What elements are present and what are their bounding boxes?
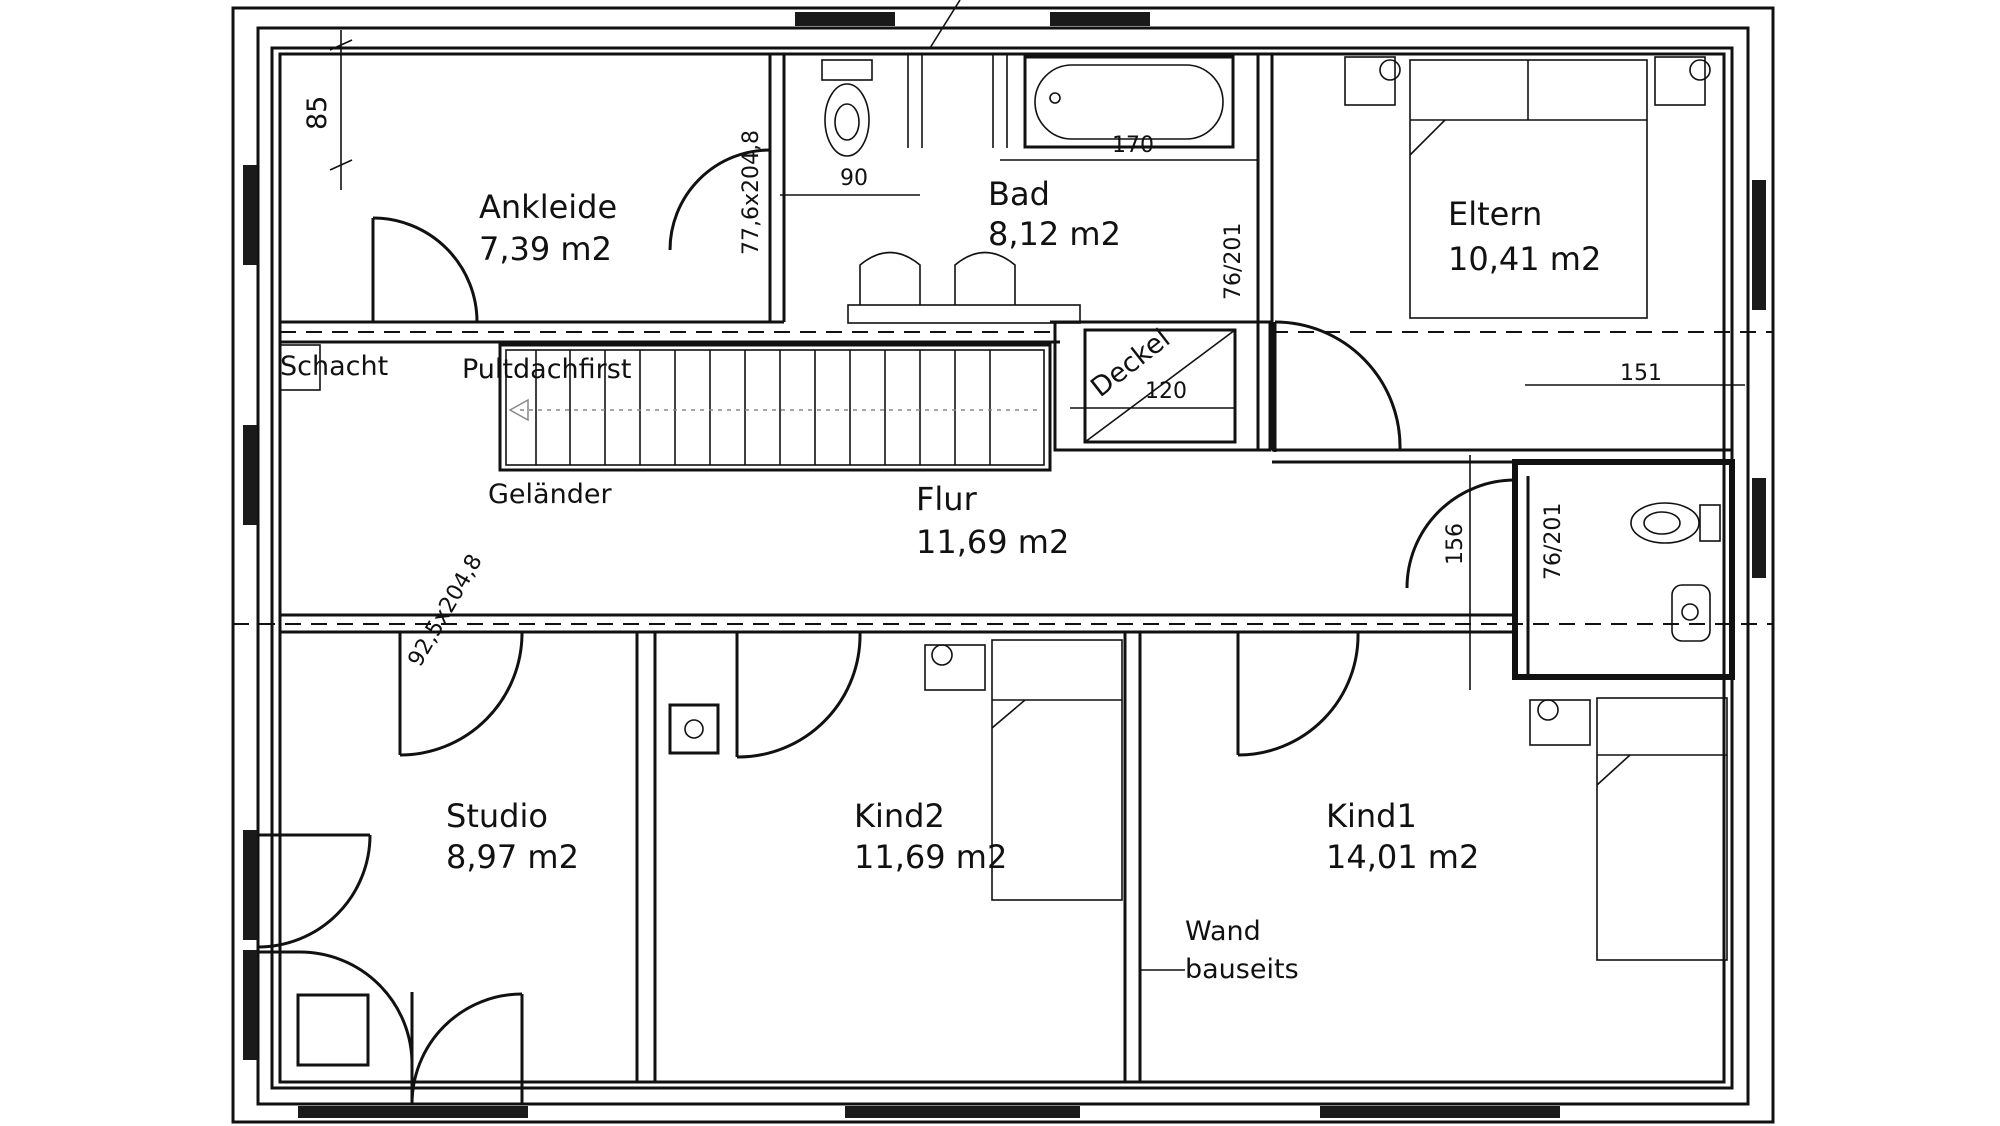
- room-name-flur: Flur: [916, 480, 978, 518]
- window-top-left: [795, 12, 895, 26]
- toilet-wc: [1630, 502, 1700, 544]
- toilet-bad: [821, 59, 873, 81]
- label-schacht: Schacht: [280, 351, 388, 382]
- room-name-bad: Bad: [988, 175, 1050, 213]
- dim-85: 85: [302, 96, 333, 130]
- room-name-kind2: Kind2: [854, 797, 945, 835]
- furniture: [279, 56, 1728, 961]
- room-area-ankleide: 7,39 m2: [479, 230, 612, 268]
- dim-door-studio: 92,5x204,8: [404, 550, 488, 671]
- dim-170: 170: [1112, 133, 1154, 158]
- room-area-kind2: 11,69 m2: [854, 838, 1007, 876]
- windows: [243, 12, 1766, 1118]
- dim-door-wc: 76/201: [1541, 503, 1566, 580]
- room-name-kind1: Kind1: [1326, 797, 1417, 835]
- label-gelaender: Geländer: [488, 479, 612, 510]
- room-area-kind1: 14,01 m2: [1326, 838, 1479, 876]
- staircase: [498, 343, 1052, 472]
- bathroom-fixtures: [821, 55, 1721, 642]
- room-name-studio: Studio: [446, 797, 548, 835]
- room-name-eltern: Eltern: [1448, 195, 1542, 233]
- dim-door-ankleide: 77,6x204,8: [739, 130, 764, 255]
- dim-door-bad: 76/201: [1221, 223, 1246, 300]
- dim-90: 90: [840, 166, 868, 191]
- window-right-2: [1752, 478, 1766, 578]
- window-bottom-3: [1320, 1106, 1560, 1118]
- dim-120: 120: [1145, 379, 1187, 404]
- bed-kind1: [1596, 697, 1728, 961]
- window-left-4: [243, 950, 257, 1060]
- doors: [257, 148, 1517, 1105]
- window-right-1: [1752, 180, 1766, 310]
- window-bottom-1: [298, 1106, 528, 1118]
- sink-wc: [1671, 584, 1711, 642]
- room-area-flur: 11,69 m2: [916, 523, 1069, 561]
- vanity: [847, 304, 1081, 324]
- window-top-right: [1050, 12, 1150, 26]
- window-left-2: [243, 425, 257, 525]
- room-area-studio: 8,97 m2: [446, 838, 579, 876]
- dimension-lines: [329, 0, 1745, 971]
- room-area-eltern: 10,41 m2: [1448, 240, 1601, 278]
- window-left-1: [243, 165, 257, 265]
- bathtub: [1023, 55, 1235, 149]
- label-wand: Wand: [1185, 916, 1261, 947]
- interior-walls: [233, 54, 1773, 1082]
- dim-156: 156: [1443, 523, 1468, 565]
- label-bauseits: bauseits: [1185, 954, 1299, 985]
- window-left-3: [243, 830, 257, 940]
- room-name-ankleide: Ankleide: [479, 188, 617, 226]
- room-labels: Ankleide 7,39 m2 Bad 8,12 m2 Eltern 10,4…: [446, 175, 1601, 876]
- room-area-bad: 8,12 m2: [988, 215, 1121, 253]
- dim-151: 151: [1620, 361, 1662, 386]
- label-pultdachfirst: Pultdachfirst: [462, 354, 631, 385]
- window-bottom-2: [845, 1106, 1080, 1118]
- bed-kind2: [991, 639, 1123, 901]
